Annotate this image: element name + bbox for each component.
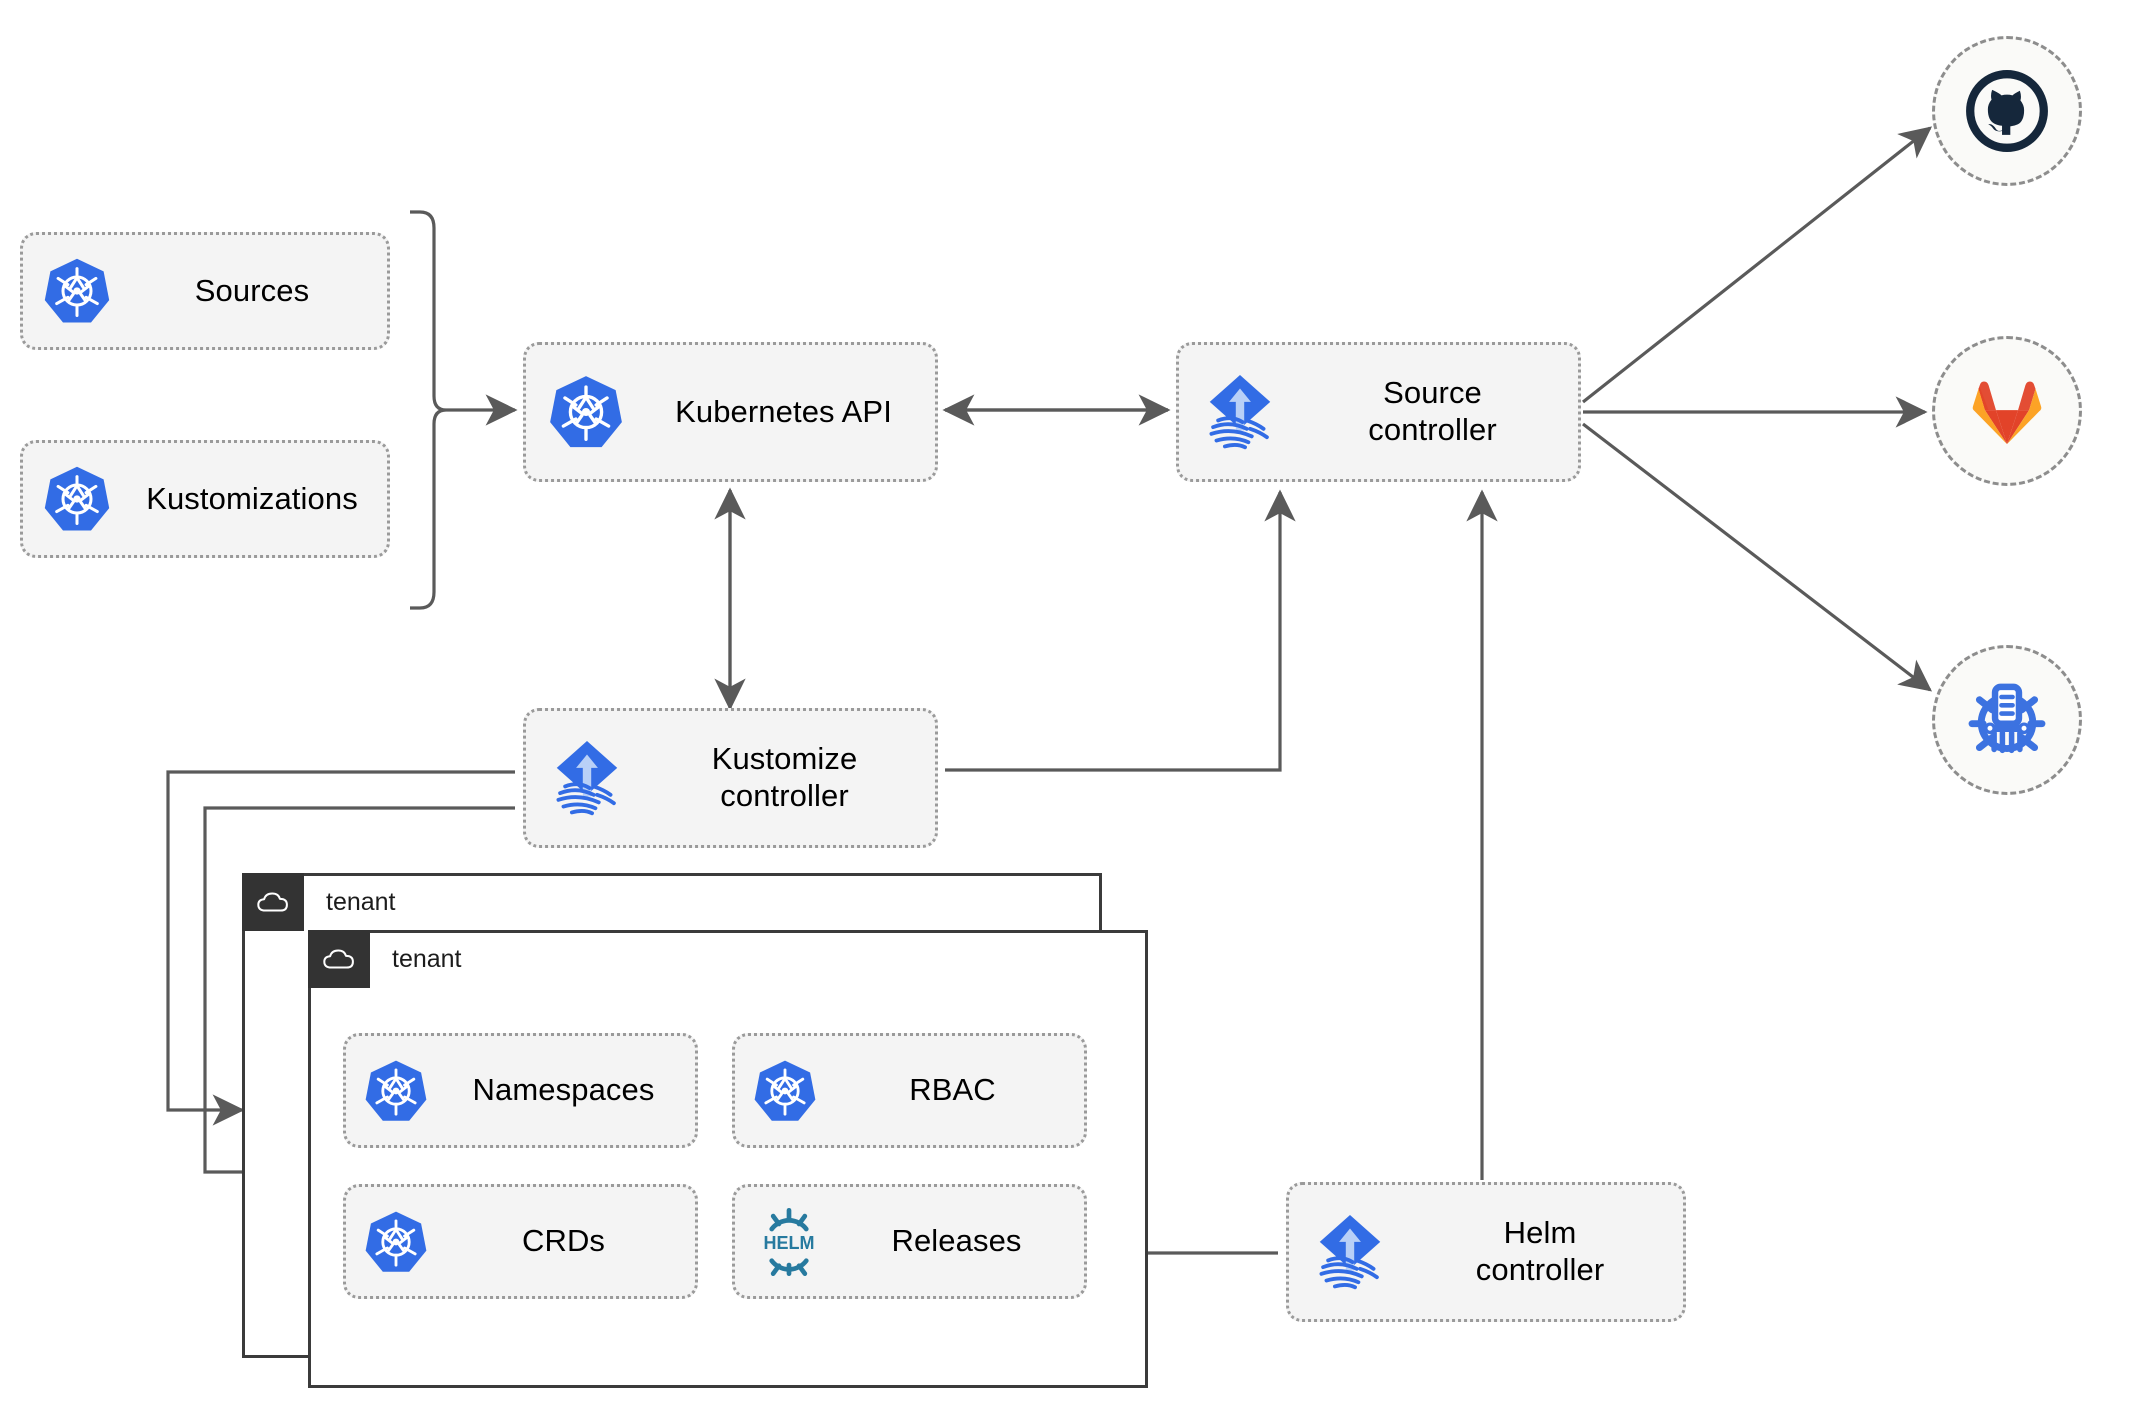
flux-icon <box>526 736 648 820</box>
node-label-line1: Kustomize <box>711 741 858 777</box>
gitlab-icon <box>1972 381 2042 445</box>
helm-repository-icon <box>1968 683 2046 754</box>
node-label: RBAC <box>909 1072 996 1108</box>
kubernetes-icon <box>346 1058 446 1124</box>
node-releases[interactable]: HELM Releases <box>732 1184 1087 1299</box>
tenant-titlebar: tenant <box>308 930 462 988</box>
node-label-line2: controller <box>1368 412 1497 447</box>
tenant-titlebar: tenant <box>242 873 396 931</box>
node-crds[interactable]: CRDs <box>343 1184 698 1299</box>
node-sources[interactable]: Sources <box>20 232 390 350</box>
provider-helm-repository[interactable] <box>1932 645 2082 795</box>
node-kustomizations[interactable]: Kustomizations <box>20 440 390 558</box>
kubernetes-icon <box>23 464 131 534</box>
provider-gitlab[interactable] <box>1932 336 2082 486</box>
flux-icon <box>1289 1210 1411 1294</box>
kubernetes-icon <box>23 256 131 326</box>
node-label: Sources <box>194 272 310 308</box>
github-icon <box>1966 70 2048 152</box>
provider-github[interactable] <box>1932 36 2082 186</box>
node-label: Releases <box>891 1223 1022 1259</box>
tenant-label: tenant <box>392 944 462 973</box>
node-source-controller[interactable]: Source controller <box>1176 342 1581 482</box>
helm-icon: HELM <box>735 1206 843 1278</box>
node-label: Kubernetes API <box>675 393 892 429</box>
svg-text:HELM: HELM <box>764 1233 815 1253</box>
node-kubernetes-api[interactable]: Kubernetes API <box>523 342 938 482</box>
node-helm-controller[interactable]: Helm controller <box>1286 1182 1686 1322</box>
tenant-label: tenant <box>326 887 396 916</box>
cloud-icon <box>308 930 370 988</box>
node-label-line2: controller <box>720 778 849 813</box>
wire-kustomize-source <box>945 489 1296 772</box>
node-kustomize-controller[interactable]: Kustomize controller <box>523 708 938 848</box>
tenant-window-front[interactable]: tenant Name <box>308 930 1148 1388</box>
node-namespaces[interactable]: Namespaces <box>343 1033 698 1148</box>
node-label: CRDs <box>521 1223 606 1259</box>
flux-icon <box>1179 370 1301 454</box>
wire-source-helmrepo <box>1582 422 1933 692</box>
node-label: Source controller <box>1301 375 1578 448</box>
node-label-line2: controller <box>1475 1252 1605 1287</box>
node-label-line1: Source <box>1383 375 1482 411</box>
node-label-line1: Helm <box>1503 1215 1577 1251</box>
node-label: Namespaces <box>472 1072 655 1108</box>
node-label: Kustomize controller <box>648 741 935 814</box>
node-label: Kustomizations <box>146 480 358 516</box>
node-label: Helm controller <box>1411 1215 1683 1288</box>
cloud-icon <box>242 873 304 931</box>
node-rbac[interactable]: RBAC <box>732 1033 1087 1148</box>
wire-source-github <box>1582 126 1933 404</box>
kubernetes-icon <box>526 373 646 451</box>
kubernetes-icon <box>346 1209 446 1275</box>
wire-bracket <box>410 210 447 610</box>
kubernetes-icon <box>735 1058 835 1124</box>
